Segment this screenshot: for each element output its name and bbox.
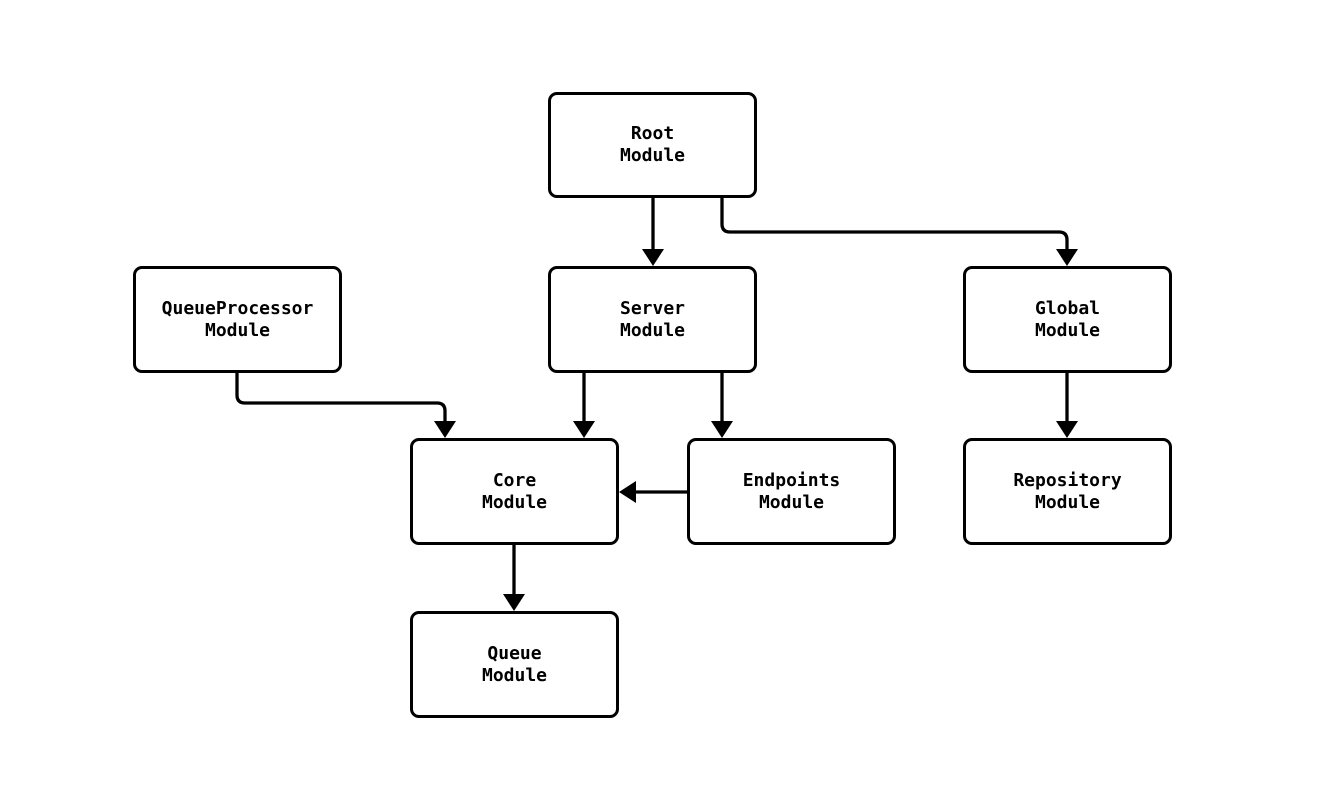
node-server-module: Server Module [548,266,757,373]
node-repository-module: Repository Module [963,438,1172,545]
node-queueprocessor-module: QueueProcessor Module [133,266,342,373]
edge-root-global [720,198,1078,266]
edge-core-queue [503,545,525,611]
node-endpoints-module-label: Endpoints Module [742,469,841,513]
edge-server-core [573,373,595,438]
edge-root-server [642,198,664,266]
node-global-module: Global Module [963,266,1172,373]
node-endpoints-module: Endpoints Module [687,438,896,545]
edge-global-repository [1056,373,1078,438]
node-server-module-label: Server Module [619,297,686,341]
node-queueprocessor-module-label: QueueProcessor Module [161,297,314,341]
node-core-module-label: Core Module [481,469,548,513]
node-repository-module-label: Repository Module [1013,469,1122,513]
node-root-module: Root Module [548,92,757,198]
node-queue-module: Queue Module [410,611,619,718]
node-global-module-label: Global Module [1034,297,1101,341]
node-queue-module-label: Queue Module [481,642,548,686]
edge-endpoints-core [619,481,687,503]
node-root-module-label: Root Module [619,123,686,166]
edge-server-endpoints [711,373,733,438]
edge-queueprocessor-core [235,373,456,438]
node-core-module: Core Module [410,438,619,545]
